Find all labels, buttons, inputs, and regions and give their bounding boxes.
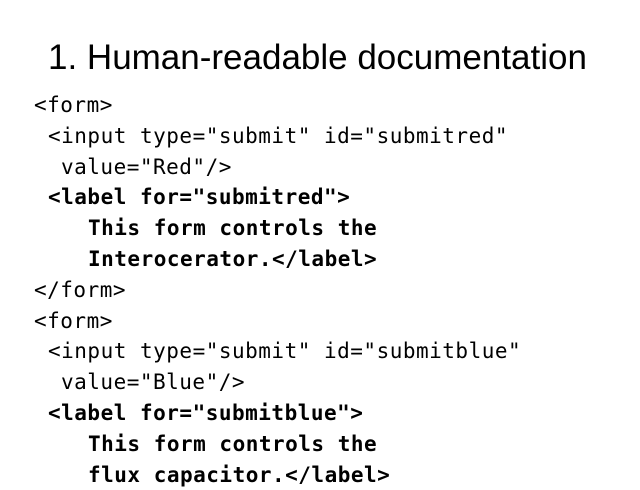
code-line-label-red-open: <label for="submitred"> — [48, 185, 351, 210]
code-line-label-red-text: This form controls the — [88, 216, 378, 241]
code-line-label-blue-close: flux capacitor.</label> — [88, 462, 391, 487]
code-line-input-red: <input type="submit" id="submitred" — [48, 123, 509, 148]
code-line-input-red-value: value="Red"/> — [61, 154, 232, 179]
code-line-label-blue-open: <label for="submitblue"> — [48, 400, 364, 425]
code-line-form-open-2: <form> — [34, 308, 113, 333]
code-line-label-red-close: Interocerator.</label> — [88, 246, 378, 271]
code-block: <form> <input type="submit" id="submitre… — [0, 90, 640, 490]
slide-title: 1. Human-readable documentation — [48, 38, 587, 77]
code-line-label-blue-text: This form controls the — [88, 431, 378, 456]
code-line-input-blue-value: value="Blue"/> — [61, 370, 246, 395]
code-line-input-blue: <input type="submit" id="submitblue" — [48, 339, 522, 364]
code-line-form-close-1: </form> — [34, 277, 127, 302]
code-line-form-open-1: <form> — [34, 93, 113, 117]
